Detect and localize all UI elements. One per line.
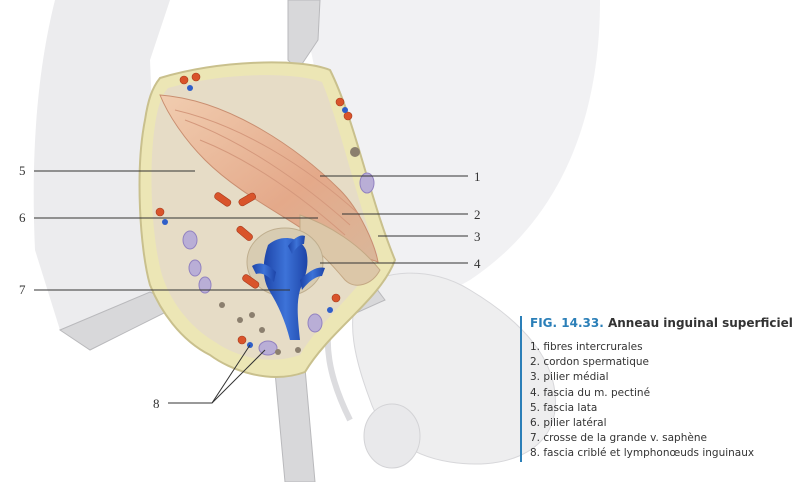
legend-item: 7. crosse de la grande v. saphène — [530, 432, 707, 445]
callout-1: 1 — [474, 169, 481, 184]
cribriform-openings — [219, 147, 360, 355]
legend-list: 1. fibres intercrurales 2. cordon sperma… — [530, 340, 800, 462]
figure-number: FIG. 14.33. — [530, 316, 604, 330]
legend-item: 6. pilier latéral — [530, 417, 607, 430]
callout-5: 5 — [19, 163, 26, 178]
great-saphenous-vein — [252, 235, 325, 340]
leader-8b — [211, 349, 266, 404]
genital-skin — [324, 272, 556, 469]
callout-2: 2 — [474, 207, 481, 222]
callout-6: 6 — [19, 210, 26, 225]
callout-3: 3 — [474, 229, 481, 244]
legend-item: 5. fascia lata — [530, 401, 598, 414]
retractor-top — [287, 0, 321, 71]
legend-item: 8. fascia criblé et lymphonœuds inguinau… — [530, 447, 755, 460]
callout-7: 7 — [19, 282, 26, 297]
callout-8: 8 — [153, 396, 160, 411]
legend-item: 3. pilier médial — [530, 371, 609, 384]
superficial-arteries — [155, 72, 353, 345]
legend-item: 4. fascia du m. pectiné — [530, 386, 651, 399]
figure-title-text: Anneau inguinal superficiel — [607, 316, 793, 330]
figure-caption: FIG. 14.33. Anneau inguinal superficiel … — [520, 316, 800, 462]
external-oblique-aponeurosis — [159, 94, 379, 263]
leader-lines — [34, 170, 468, 404]
retractor-bottom — [274, 367, 316, 482]
figure-title: FIG. 14.33. Anneau inguinal superficiel — [530, 316, 800, 330]
legend-item: 2. cordon spermatique — [530, 356, 649, 369]
callout-4: 4 — [474, 256, 481, 271]
legend-item: 1. fibres intercrurales — [530, 341, 643, 353]
